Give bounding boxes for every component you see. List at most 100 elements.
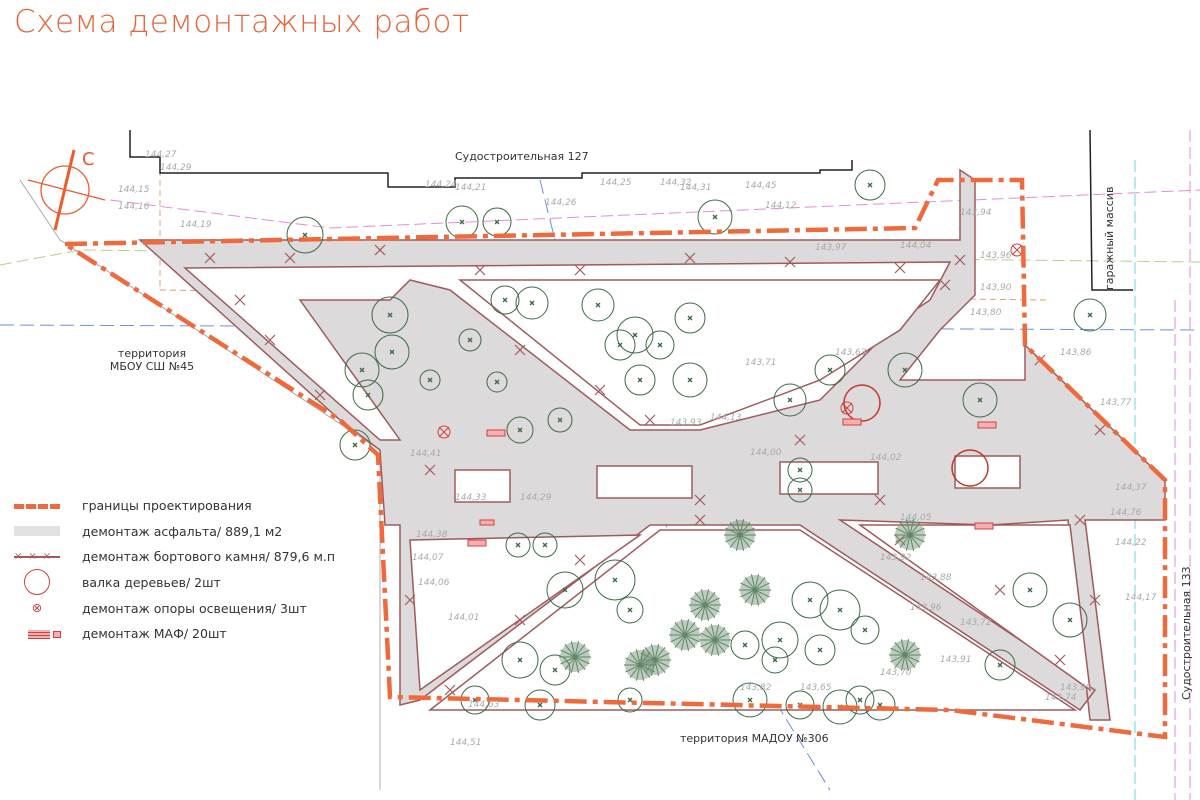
curb-line-icon: ××× <box>14 551 60 561</box>
spot-height: 144,63 <box>468 700 500 710</box>
curb-cross-mark <box>954 254 966 266</box>
curb-cross-mark <box>994 584 1006 596</box>
conifer-icon <box>690 590 720 620</box>
spot-height: 144,00 <box>750 448 782 458</box>
tree-icon <box>773 383 807 417</box>
tree-icon <box>761 646 789 674</box>
spot-height: 143,97 <box>815 243 847 253</box>
spot-height: 144,19 <box>180 220 212 230</box>
spot-height: 144,37 <box>1115 483 1147 493</box>
spot-height: 143,70 <box>880 668 912 678</box>
conifer-icon <box>670 620 700 650</box>
planter <box>454 469 511 503</box>
spot-height: 143,86 <box>1060 348 1092 358</box>
curb-cross-mark <box>939 279 951 291</box>
conifer-icon <box>700 625 730 655</box>
conifer-icon <box>625 650 655 680</box>
north-arrow-icon <box>27 149 106 231</box>
spot-height: 143,65 <box>800 683 832 693</box>
tree-icon <box>286 216 324 254</box>
spot-height: 143,72 <box>960 618 992 628</box>
spot-height: 144,33 <box>455 493 487 503</box>
street-label-right: Судостроительная 133 <box>1180 566 1193 700</box>
tree-icon <box>374 334 410 370</box>
curb-cross-mark <box>314 389 326 401</box>
spot-height: 143,71 <box>745 358 777 368</box>
curb-cross-mark <box>694 494 706 506</box>
curb-removal-marks <box>204 244 1106 696</box>
legend-item-light-pole: ⊗демонтаж опоры освещения/ 3шт <box>14 595 335 621</box>
spot-height: 144,02 <box>870 453 902 463</box>
curb-cross-mark <box>234 294 246 306</box>
spot-height: 144,31 <box>680 183 712 193</box>
curb-cross-mark <box>694 514 706 526</box>
building-outline <box>129 130 853 188</box>
curb-cross-mark <box>894 262 906 274</box>
spot-height: 144,17 <box>1125 593 1157 603</box>
legend-item-boundary: границы проектирования <box>14 493 335 519</box>
spot-height: 144,38 <box>416 530 448 540</box>
tree-icon <box>1052 602 1088 638</box>
curb-cross-mark <box>514 344 526 356</box>
spot-height: 143,91 <box>940 655 972 665</box>
tree-icon <box>486 371 508 393</box>
curb-cross-mark <box>424 464 436 476</box>
curb-cross-mark <box>474 264 486 276</box>
spot-height: 144,21 <box>455 183 487 193</box>
tree-icon <box>616 596 644 624</box>
planter <box>779 461 879 495</box>
spot-heights: 144,27144,29144,15144,16144,19144,24144,… <box>118 150 1157 748</box>
curb-cross-mark <box>574 554 586 566</box>
tree-icon <box>344 352 380 388</box>
curb-cross-mark <box>264 334 276 346</box>
spot-height: 143,88 <box>920 573 952 583</box>
spot-height: 144,25 <box>600 178 632 188</box>
tree-icon <box>962 382 998 418</box>
spot-height: 143,96 <box>980 251 1012 261</box>
legend-item-asphalt: демонтаж асфальта/ 889,1 м2 <box>14 519 335 545</box>
tree-icon <box>761 621 799 659</box>
conifer-icon <box>740 575 770 605</box>
spot-height: 144,32 <box>660 178 692 188</box>
tree-icon <box>984 649 1016 681</box>
curb-cross-mark <box>574 264 586 276</box>
spot-height: 144,29 <box>520 493 552 503</box>
tree-icon <box>854 169 886 201</box>
spot-height: 144,06 <box>418 578 450 588</box>
tree-icon <box>674 302 706 334</box>
tree-icon <box>490 285 520 315</box>
page-title: Схема демонтажных работ <box>14 4 470 40</box>
curb-cross-mark <box>1089 594 1101 606</box>
school-label-line2: МБОУ СШ №45 <box>110 360 194 373</box>
spot-height: 144,51 <box>450 738 482 748</box>
curb-cross-mark <box>404 594 416 606</box>
tree-icon <box>697 199 733 235</box>
boundary-line-icon <box>14 504 60 510</box>
curb-cross-mark <box>684 252 696 264</box>
legend-label: демонтаж асфальта/ 889,1 м2 <box>82 523 283 539</box>
legend-item-maf: демонтаж МАФ/ 20шт <box>14 621 335 647</box>
tree-icon <box>352 379 384 411</box>
spot-height: 144,45 <box>745 181 777 191</box>
tree-icon <box>505 532 531 558</box>
tree-icon <box>594 559 636 601</box>
curb-cross-mark <box>204 252 216 264</box>
tree-icon <box>581 288 615 322</box>
spot-height: 144,22 <box>1115 538 1147 548</box>
curb-cross-mark <box>1074 514 1086 526</box>
spot-height: 143,96 <box>910 603 942 613</box>
curb-cross-mark <box>644 414 656 426</box>
spot-height: 143,80 <box>970 308 1002 318</box>
tree-icon <box>532 532 558 558</box>
spot-height: 144,27 <box>145 150 177 160</box>
spot-height: 144,05 <box>900 513 932 523</box>
curb-cross-mark <box>1094 424 1106 436</box>
conifers <box>559 519 926 681</box>
maf-marks <box>467 418 997 547</box>
curb-cross-mark <box>444 684 456 696</box>
tree-icon <box>804 634 836 666</box>
curb-cross-mark <box>594 384 606 396</box>
tree-icon <box>515 286 549 320</box>
spot-height: 144,12 <box>765 201 797 211</box>
spot-height: 144,01 <box>448 613 480 623</box>
